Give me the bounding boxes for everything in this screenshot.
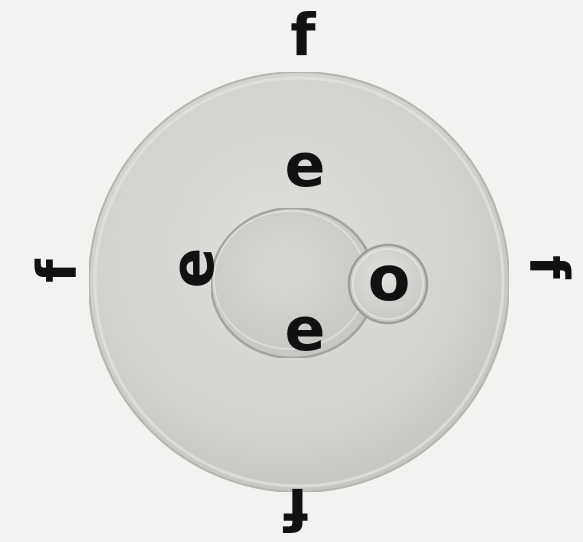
label-f-left: f: [31, 239, 85, 303]
label-e-top: e: [273, 136, 337, 196]
label-f-right: f: [521, 235, 575, 299]
label-e-left: e: [163, 236, 223, 300]
label-o: o: [357, 248, 421, 310]
label-f-top: f: [271, 6, 335, 64]
label-e-bottom: e: [273, 300, 337, 360]
label-f-bottom: f: [264, 480, 328, 538]
